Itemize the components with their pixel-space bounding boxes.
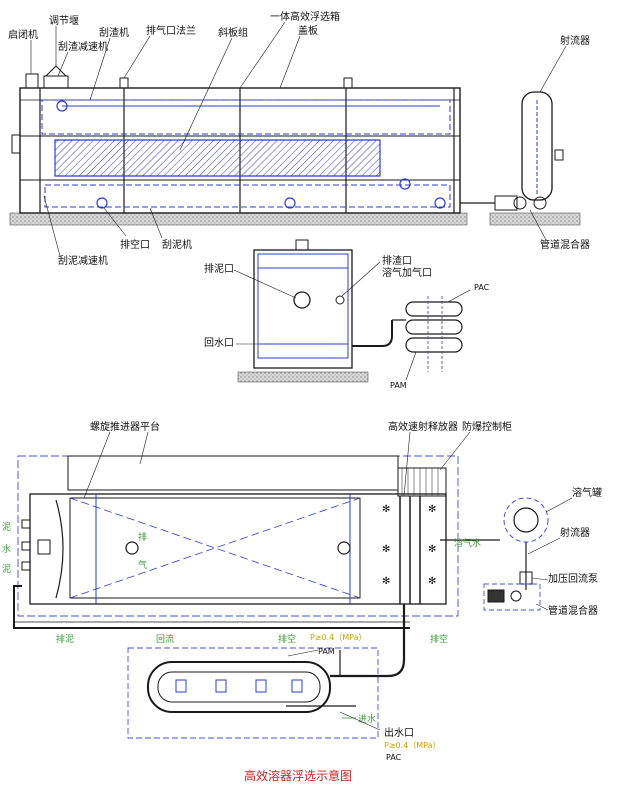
label-ni-left-2: 泥 <box>2 564 11 575</box>
label-paikong-1: 排空 <box>278 633 296 645</box>
label-chushuikou: 出水口 <box>384 726 414 739</box>
label-guandaohunheqi-plan: 管道混合器 <box>548 604 598 617</box>
label-paikong-2: 排空 <box>430 633 448 645</box>
label-qi-inner: 气 <box>138 559 147 571</box>
label-guaniji: 刮泥机 <box>162 238 192 251</box>
label-guanijiansuji: 刮泥减速机 <box>58 254 108 267</box>
dissolved-air-tank <box>503 497 549 543</box>
motor-icon <box>487 589 505 603</box>
label-rongqishui: 溶气水 <box>454 537 481 549</box>
label-pac-pressure: P≥0.4（MPa） <box>384 741 441 750</box>
label-gaoxiaosushifangqi: 高效速射释放器 <box>388 420 458 433</box>
svg-text:✻: ✻ <box>382 576 390 587</box>
pump-icon <box>494 195 518 211</box>
screw-propeller-icon <box>37 539 51 555</box>
label-painikou: 排泥口 <box>204 262 234 275</box>
label-rongqiguan: 溶气罐 <box>572 486 602 499</box>
label-rongqijiaqikou: 溶气加气口 <box>382 266 432 279</box>
label-pac-plan: PAC <box>386 753 402 762</box>
label-pac-side: PAC <box>474 283 490 292</box>
svg-text:✻: ✻ <box>428 504 436 515</box>
flocculation-coil <box>147 661 331 713</box>
adjustable-weir-icon <box>44 65 68 77</box>
diagram-caption: 高效溶器浮选示意图 <box>244 768 352 783</box>
label-paini: 排泥 <box>56 633 74 645</box>
label-pam-plan: PAM <box>318 647 335 656</box>
svg-text:✻: ✻ <box>428 576 436 587</box>
side-elevation-view: 启闭机 调节堰 刮渣机 刮渣减速机 排气口法兰 斜板组 一体高效浮选箱 盖板 射… <box>8 10 590 267</box>
label-qibiji: 启闭机 <box>8 28 38 41</box>
label-pai-inner: 排 <box>138 531 147 543</box>
ground-slab <box>9 212 468 226</box>
label-shui-left: 水 <box>2 543 11 555</box>
label-pingtai: 平台 <box>140 420 160 433</box>
skimmer-frame <box>41 99 451 135</box>
platform <box>67 455 399 491</box>
label-shelinqi-top: 射流器 <box>560 34 590 47</box>
return-pipe <box>352 320 393 347</box>
label-yitixiang: 一体高效浮选箱 <box>270 10 340 23</box>
label-luoxuantuijinqi: 螺旋推进器 <box>90 420 140 433</box>
label-guandaohunheqi-top: 管道混合器 <box>540 238 590 251</box>
label-huiliu: 回流 <box>156 633 174 645</box>
label-paikongkou: 排空口 <box>120 238 150 251</box>
plan-view: ✻ ✻ ✻ ✻ ✻ ✻ 螺旋推进器 平台 <box>2 420 602 762</box>
mud-scraper-frame <box>44 184 451 208</box>
label-fangbaokongzhigui: 防爆控制柜 <box>462 420 512 433</box>
label-pam-pressure: P≥0.4（MPa） <box>310 633 367 642</box>
inclined-plate-pack <box>54 139 381 177</box>
label-guazhaji: 刮渣机 <box>99 26 129 39</box>
label-pam-side: PAM <box>390 381 407 390</box>
svg-text:✻: ✻ <box>428 544 436 555</box>
label-gaiban: 盖板 <box>298 24 318 37</box>
label-huishuikou: 回水口 <box>204 337 234 349</box>
control-cabinet <box>397 467 447 497</box>
svg-text:✻: ✻ <box>382 544 390 555</box>
label-paizhakou: 排渣口 <box>382 254 412 267</box>
ejector-tank <box>521 91 553 201</box>
label-shelinqi-plan: 射流器 <box>560 526 590 539</box>
cross-section-view: 排泥口 排渣口 溶气加气口 回水口 PAC PAM <box>204 239 490 390</box>
label-jinshui: 进水 <box>358 713 376 725</box>
chemical-dosing-coils <box>405 296 463 372</box>
label-ni-left: 泥 <box>2 522 11 533</box>
release-nozzles: ✻ ✻ ✻ ✻ ✻ ✻ <box>382 496 436 604</box>
label-paiqikoufalan: 排气口法兰 <box>146 24 196 37</box>
label-tiaojiegao: 调节堰 <box>49 15 79 27</box>
svg-text:✻: ✻ <box>382 504 390 515</box>
label-xiebanzu: 斜板组 <box>218 26 248 39</box>
label-guazhajiansuji: 刮渣减速机 <box>58 40 108 53</box>
label-jiayahuiliubeng: 加压回流泵 <box>548 572 598 585</box>
gate-hoist-motor-icon <box>25 73 39 89</box>
